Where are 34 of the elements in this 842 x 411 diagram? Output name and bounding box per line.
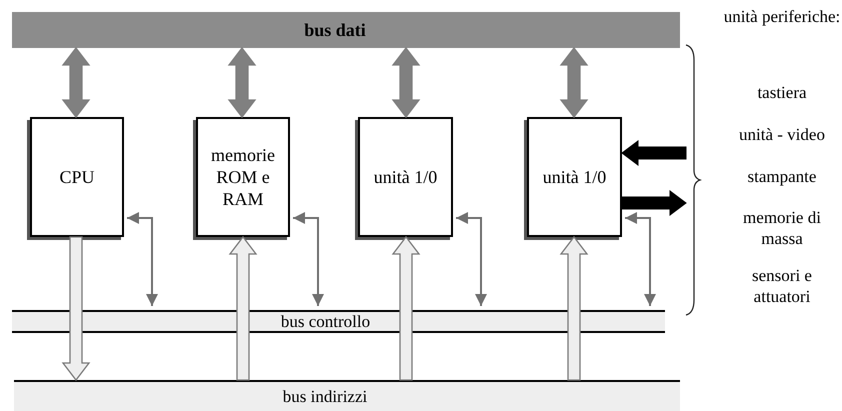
node-label: bus dati — [304, 18, 366, 42]
double-arrow — [560, 46, 588, 118]
node-label: CPU — [59, 166, 94, 188]
peripheral-label: unità - video — [738, 124, 826, 145]
node-label: memorie ROM e RAM — [210, 144, 276, 210]
hollow-arrow — [62, 236, 90, 382]
arrow — [456, 212, 487, 306]
arrow — [622, 190, 687, 216]
arrow — [293, 212, 324, 306]
hollow-arrow — [228, 236, 258, 381]
control-bus-band — [12, 310, 665, 333]
double-arrow — [228, 46, 256, 118]
component-box — [30, 117, 124, 237]
peripheral-label: tastiera — [756, 82, 808, 103]
double-arrow — [62, 46, 90, 118]
node-label: bus controllo — [280, 312, 370, 330]
component-box — [196, 117, 290, 237]
peripheral-label: sensori e attuatori — [751, 265, 813, 307]
double-arrow — [392, 46, 420, 118]
peripheral-label: unità periferiche: — [722, 6, 842, 27]
peripheral-label: stampante — [746, 166, 818, 187]
component-box — [358, 117, 453, 237]
component-box — [527, 117, 622, 237]
node-label: bus indirizzi — [282, 388, 368, 406]
peripheral-label: memorie di massa — [742, 207, 822, 249]
hollow-arrow — [560, 236, 588, 381]
arrow — [621, 140, 686, 166]
arrow — [127, 212, 158, 306]
address-bus-band — [14, 380, 680, 411]
node-label: unità 1/0 — [374, 166, 438, 188]
node-label: unità 1/0 — [542, 166, 606, 188]
arrow — [625, 212, 656, 306]
hollow-arrow — [392, 236, 420, 381]
data-bus-bar — [12, 12, 680, 48]
